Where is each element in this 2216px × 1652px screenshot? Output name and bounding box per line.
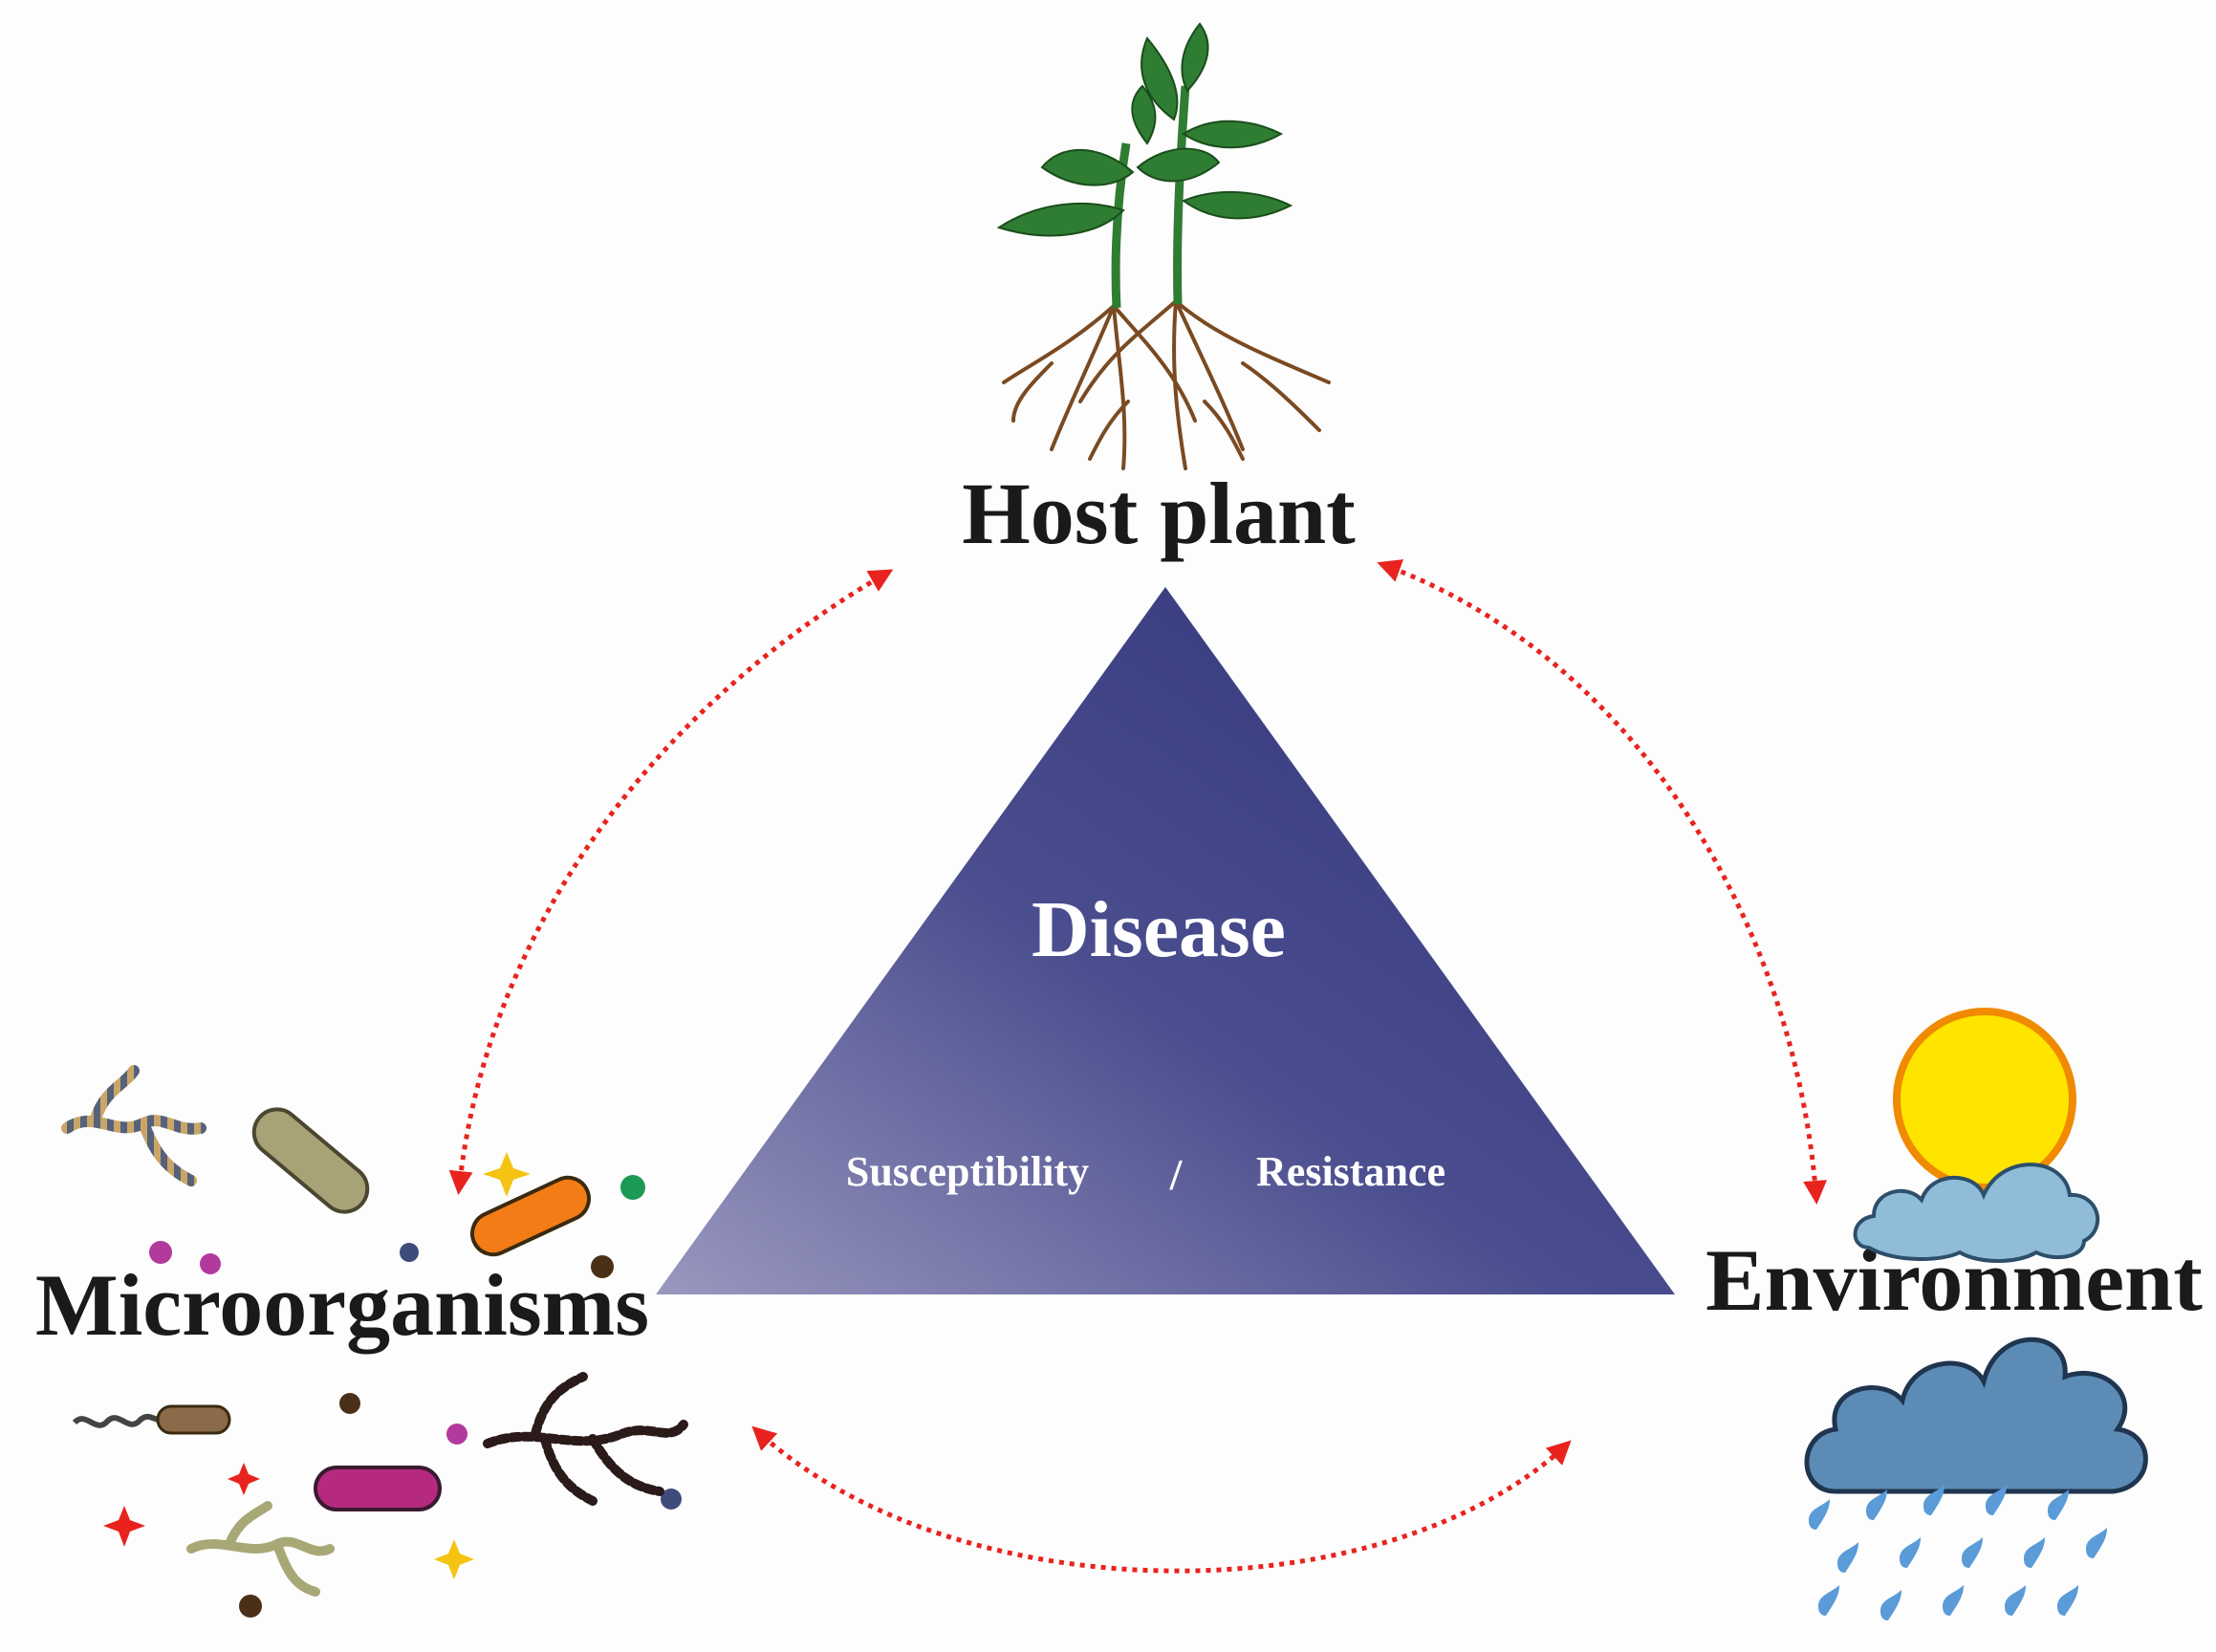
rain-cloud-icon — [1804, 1337, 2148, 1620]
spore-dot — [620, 1175, 645, 1200]
sun-behind-cloud-icon — [1853, 1008, 2100, 1263]
microbe-cluster-icon — [61, 1065, 688, 1618]
fungal-hyphae-icon — [61, 1065, 206, 1186]
susceptibility-label: Susceptibility — [846, 1148, 1089, 1195]
arrow-host-microorganisms — [448, 569, 894, 1195]
spore-dot — [400, 1243, 419, 1262]
resistance-label: Resistance — [1256, 1148, 1445, 1195]
spore-dot — [239, 1595, 262, 1618]
raindrops-icon — [1809, 1485, 2107, 1620]
spore-dot — [661, 1489, 682, 1510]
green-hyphae-icon — [186, 1501, 335, 1597]
red-sparkle-icon — [103, 1506, 145, 1547]
spore-dot — [200, 1253, 221, 1274]
spore-dot — [149, 1241, 172, 1264]
spore-dot — [446, 1424, 467, 1445]
red-sparkle-icon — [228, 1463, 260, 1495]
arrow-host-environment — [1377, 559, 1828, 1205]
spore-dot — [339, 1393, 360, 1414]
host-plant-label: Host plant — [962, 465, 1356, 562]
microorganisms-label: Microorganisms — [35, 1256, 649, 1354]
spore-dot — [591, 1255, 614, 1278]
sparkle-icon — [434, 1539, 474, 1579]
light-cloud-icon — [1853, 1163, 2100, 1263]
disease-title: Disease — [1032, 885, 1286, 974]
plant-with-roots-icon — [996, 22, 1331, 470]
dark-hyphae-icon — [483, 1372, 688, 1506]
purple-bacterium-icon — [314, 1466, 442, 1511]
arrow-microorganisms-environment — [751, 1425, 1572, 1574]
sparkle-icon — [483, 1152, 531, 1197]
rod-bacterium-icon — [251, 1107, 370, 1214]
sun-icon — [1893, 1008, 2076, 1191]
separator-slash: / — [1169, 1150, 1184, 1199]
flagellated-bacterium-icon — [72, 1404, 231, 1435]
orange-bacterium-icon — [470, 1175, 591, 1257]
